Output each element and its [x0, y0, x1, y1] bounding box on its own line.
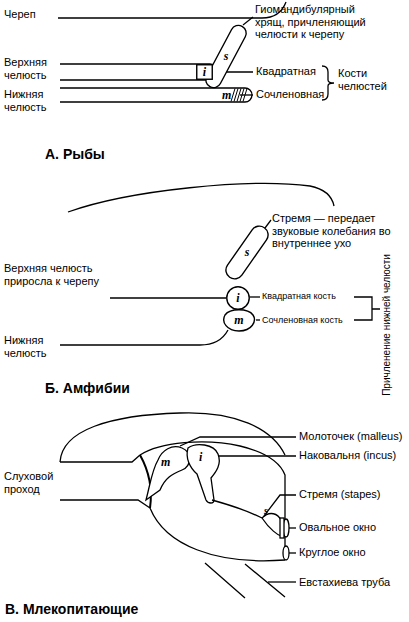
- bone-letter: s: [216, 243, 278, 262]
- bone-letter: s: [264, 505, 276, 517]
- panel-caption: В. Млекопитающие: [5, 601, 205, 617]
- bracket: [354, 297, 380, 320]
- leader-line: [218, 455, 296, 456]
- bone-letter: m: [222, 88, 242, 102]
- part-label: Наковальня (incus): [299, 449, 407, 462]
- part-label: Овальное окно: [299, 521, 407, 534]
- skull-outline: [58, 2, 286, 18]
- part-label: Квадратная: [256, 65, 326, 78]
- lower-jaw-line: [60, 330, 228, 345]
- articular-bone: m: [222, 88, 242, 102]
- leader-line: [265, 220, 271, 228]
- group-label: Кости челюстей: [338, 67, 400, 92]
- leader-line: [180, 437, 296, 446]
- hatching: [231, 89, 247, 102]
- bone-letter: i: [196, 64, 213, 80]
- leader-line: [289, 527, 296, 528]
- part-label: Сочленовная: [256, 88, 326, 101]
- bone-letter: i: [226, 286, 250, 310]
- tympanic-cavity: [140, 442, 285, 560]
- panel-caption: Б. Амфибии: [45, 380, 245, 396]
- part-label: Квадратная кость: [262, 291, 354, 301]
- part-label: Верхняя челюсть: [4, 56, 60, 81]
- skull-outline: [68, 184, 334, 212]
- leader-line: [289, 552, 296, 553]
- upper-jaw-line: [110, 297, 226, 298]
- group-label: Причленение нижней челюсти: [380, 250, 394, 400]
- bone-letter: m: [161, 456, 175, 470]
- leader-line: [250, 296, 260, 297]
- ear-canal: [60, 500, 150, 508]
- part-label: Молоточек (malleus): [299, 430, 407, 443]
- bone-letter: s: [191, 48, 261, 65]
- round-window: [283, 546, 289, 560]
- leader-line: [268, 581, 296, 582]
- upper-jaw-bar: [60, 64, 218, 80]
- leader-line: [256, 319, 260, 320]
- part-label: Стремя (stapes): [299, 488, 407, 501]
- part-label: Стремя — передает звуковые колебания во …: [272, 212, 404, 250]
- lower-jaw-bar: [60, 88, 252, 102]
- circle-outline: [227, 287, 250, 310]
- part-label: Слуховой проход: [4, 470, 60, 495]
- part-label: Верхняя челюсть приросла к черепу: [4, 262, 108, 287]
- quadrate-bone: i: [196, 64, 213, 80]
- part-label: Сочленовная кость: [262, 315, 354, 325]
- part-label: Круглое окно: [299, 546, 407, 559]
- part-label: Нижняя челюсть: [4, 88, 60, 113]
- stapes-bone: s: [221, 222, 272, 284]
- incus-bone: [187, 445, 219, 503]
- ear-canal: [60, 455, 140, 462]
- box-outline: [197, 65, 213, 80]
- hyomandibular-cartilage: s: [202, 21, 250, 91]
- leader-line: [243, 17, 253, 25]
- panel-caption: А. Рыбы: [45, 146, 245, 162]
- leader-line: [264, 495, 296, 516]
- malleus-bone: [146, 447, 190, 500]
- bone-letter: i: [199, 451, 213, 465]
- stapes-bone: [212, 500, 281, 536]
- part-label: Нижняя челюсть: [4, 334, 60, 359]
- bone-letter: m: [222, 309, 256, 332]
- part-label: Гиомандибулярный хрящ, причленяющий челю…: [255, 3, 377, 41]
- stapes-footplate: [280, 518, 284, 538]
- part-label: Евстахиева труба: [299, 576, 407, 589]
- quadrate-bone: i: [226, 286, 250, 310]
- eustachian-tube: [205, 563, 285, 598]
- articular-bone: m: [222, 309, 256, 332]
- part-label: Череп: [4, 8, 64, 21]
